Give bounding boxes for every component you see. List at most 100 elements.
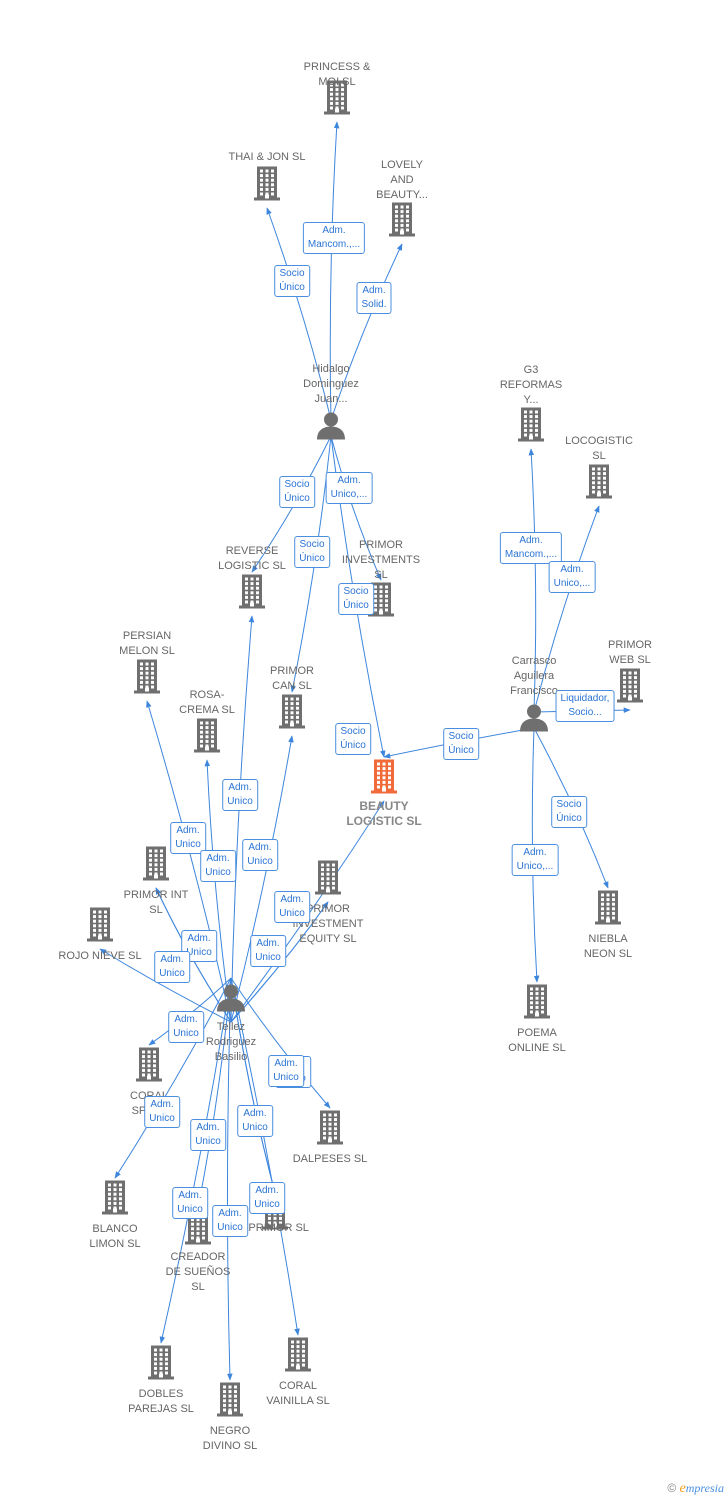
relation-label[interactable]: Adm. Unico — [190, 1119, 226, 1151]
node-primorcan[interactable] — [278, 694, 306, 735]
relation-label[interactable]: Adm. Solid. — [356, 282, 392, 314]
node-label-primorinvequity[interactable]: PRIMOR INVESTMENT EQUITY SL — [292, 903, 364, 945]
relation-label[interactable]: Adm. Unico — [168, 1011, 204, 1043]
node-label-aprimor[interactable]: APRIMOR SL — [241, 1222, 309, 1234]
node-label-negro[interactable]: NEGRO DIVINO SL — [202, 1425, 258, 1452]
relation-label[interactable]: Adm. Unico — [268, 1055, 304, 1087]
relation-label[interactable]: Adm. Unico — [237, 1105, 273, 1137]
building-icon — [239, 574, 265, 609]
building-icon — [324, 80, 350, 115]
relation-label[interactable]: Adm. Mancom.,... — [499, 532, 563, 564]
node-label-primorcan[interactable]: PRIMOR CAN SL — [270, 665, 314, 692]
node-negro[interactable] — [216, 1382, 244, 1423]
node-label-dobles[interactable]: DOBLES PAREJAS SL — [128, 1388, 194, 1415]
node-label-coralvan[interactable]: CORAL VAINILLA SL — [266, 1380, 330, 1407]
node-coral[interactable] — [135, 1047, 163, 1088]
node-tellez[interactable] — [216, 984, 246, 1017]
relation-label[interactable]: Socio Único — [274, 265, 310, 297]
node-princess[interactable] — [323, 80, 351, 121]
edge-tellez-to-rojo — [99, 948, 232, 1023]
edge-tellez-to-blanco — [114, 977, 232, 1179]
node-label-dalpeses[interactable]: DALPESES SL — [292, 1153, 368, 1165]
building-icon — [285, 1337, 311, 1372]
node-label-tellez[interactable]: Tellez Rodriguez Basilio — [205, 1021, 257, 1063]
node-label-reverse[interactable]: REVERSE LOGISTIC SL — [218, 545, 286, 572]
node-lovely[interactable] — [388, 202, 416, 243]
relation-label[interactable]: Adm. Unico,... — [325, 472, 373, 504]
relation-label[interactable]: Adm. Unico — [172, 1187, 208, 1219]
node-label-primorweb[interactable]: PRIMOR WEB SL — [608, 639, 652, 666]
relation-label[interactable]: Adm. Unico — [222, 779, 258, 811]
node-label-primorinv[interactable]: PRIMOR INVESTMENTS SL — [341, 539, 421, 581]
person-icon — [217, 984, 245, 1012]
building-icon — [317, 1110, 343, 1145]
building-icon — [148, 1345, 174, 1380]
building-icon — [524, 984, 550, 1019]
node-thai[interactable] — [253, 166, 281, 207]
node-g3[interactable] — [517, 407, 545, 448]
node-beauty[interactable] — [370, 759, 398, 800]
node-rojo[interactable] — [86, 907, 114, 948]
node-carrasco[interactable] — [519, 704, 549, 737]
node-hidalgo[interactable] — [316, 412, 346, 445]
building-icon — [518, 407, 544, 442]
node-locogistic[interactable] — [585, 464, 613, 505]
building-icon — [315, 860, 341, 895]
node-label-thai[interactable]: THAI & JON SL — [228, 151, 306, 163]
node-label-blanco[interactable]: BLANCO LIMON SL — [89, 1223, 141, 1250]
edge-tellez-to-dalpeses — [230, 977, 331, 1109]
relation-label[interactable]: Adm. Unico — [154, 951, 190, 983]
relation-label[interactable]: Adm. Unico — [274, 891, 310, 923]
node-poema[interactable] — [523, 984, 551, 1025]
brand-watermark[interactable]: © empresia — [667, 1481, 724, 1497]
relation-label[interactable]: Adm. Unico,... — [511, 844, 559, 876]
relation-label[interactable]: Adm. Unico,... — [548, 561, 596, 593]
node-rosa[interactable] — [193, 718, 221, 759]
node-label-hidalgo[interactable]: Hidalgo Dominguez Juan... — [303, 363, 359, 405]
node-label-niebla[interactable]: NIEBLA NEON SL — [583, 933, 633, 960]
node-label-beauty[interactable]: BEAUTY LOGISTIC SL — [346, 799, 422, 828]
node-label-persian[interactable]: PERSIAN MELON SL — [119, 630, 175, 657]
relation-label[interactable]: Adm. Unico — [250, 935, 286, 967]
node-label-rojo[interactable]: ROJO NIEVE SL — [58, 950, 142, 962]
node-dobles[interactable] — [147, 1345, 175, 1386]
relation-label[interactable]: Adm. Unico — [144, 1096, 180, 1128]
node-label-creador[interactable]: CREADOR DE SUEÑOS SL — [165, 1251, 231, 1293]
relation-label[interactable]: Adm. Unico — [200, 850, 236, 882]
node-label-carrasco[interactable]: Carrasco Aguilera Francisco — [510, 655, 558, 697]
relation-label[interactable]: Socio Único — [443, 728, 479, 760]
node-label-primorint[interactable]: PRIMOR INT SL — [123, 889, 189, 916]
node-label-rosa[interactable]: ROSA- CREMA SL — [179, 689, 235, 716]
building-icon — [371, 759, 397, 794]
node-label-locogistic[interactable]: LOCOGISTIC SL — [565, 435, 633, 462]
node-persian[interactable] — [133, 659, 161, 700]
building-icon — [134, 659, 160, 694]
node-label-g3[interactable]: G3 REFORMAS Y... — [499, 364, 563, 406]
node-coralvan[interactable] — [284, 1337, 312, 1378]
relation-label[interactable]: Adm. Unico — [212, 1205, 248, 1237]
node-label-princess[interactable]: PRINCESS & MOI SL — [303, 61, 371, 88]
relation-label[interactable]: Adm. Unico — [242, 839, 278, 871]
relation-label[interactable]: Adm. Mancom.,... — [302, 222, 366, 254]
relation-label[interactable]: Liquidador, Socio... — [555, 690, 615, 722]
node-primorint[interactable] — [142, 846, 170, 887]
relation-label[interactable]: Socio Único — [551, 796, 587, 828]
node-niebla[interactable] — [594, 890, 622, 931]
relation-label[interactable]: Adm. Unico — [249, 1182, 285, 1214]
node-dalpeses[interactable] — [316, 1110, 344, 1151]
node-blanco[interactable] — [101, 1180, 129, 1221]
brand-name: mpresia — [685, 1481, 724, 1495]
relation-label[interactable]: Adm. Unico — [170, 822, 206, 854]
node-label-poema[interactable]: POEMA ONLINE SL — [508, 1027, 566, 1054]
relation-label[interactable]: Socio Único — [294, 536, 330, 568]
relation-label[interactable]: Socio Único — [335, 723, 371, 755]
edge-tellez-to-reverse — [230, 615, 255, 1023]
node-reverse[interactable] — [238, 574, 266, 615]
node-label-lovely[interactable]: LOVELY AND BEAUTY... — [376, 159, 428, 201]
node-primorweb[interactable] — [616, 668, 644, 709]
node-primorinv[interactable] — [367, 582, 395, 623]
node-primorinvequity[interactable] — [314, 860, 342, 901]
relation-label[interactable]: Socio Único — [279, 476, 315, 508]
relation-label[interactable]: Socio Único — [338, 583, 374, 615]
building-icon — [617, 668, 643, 703]
